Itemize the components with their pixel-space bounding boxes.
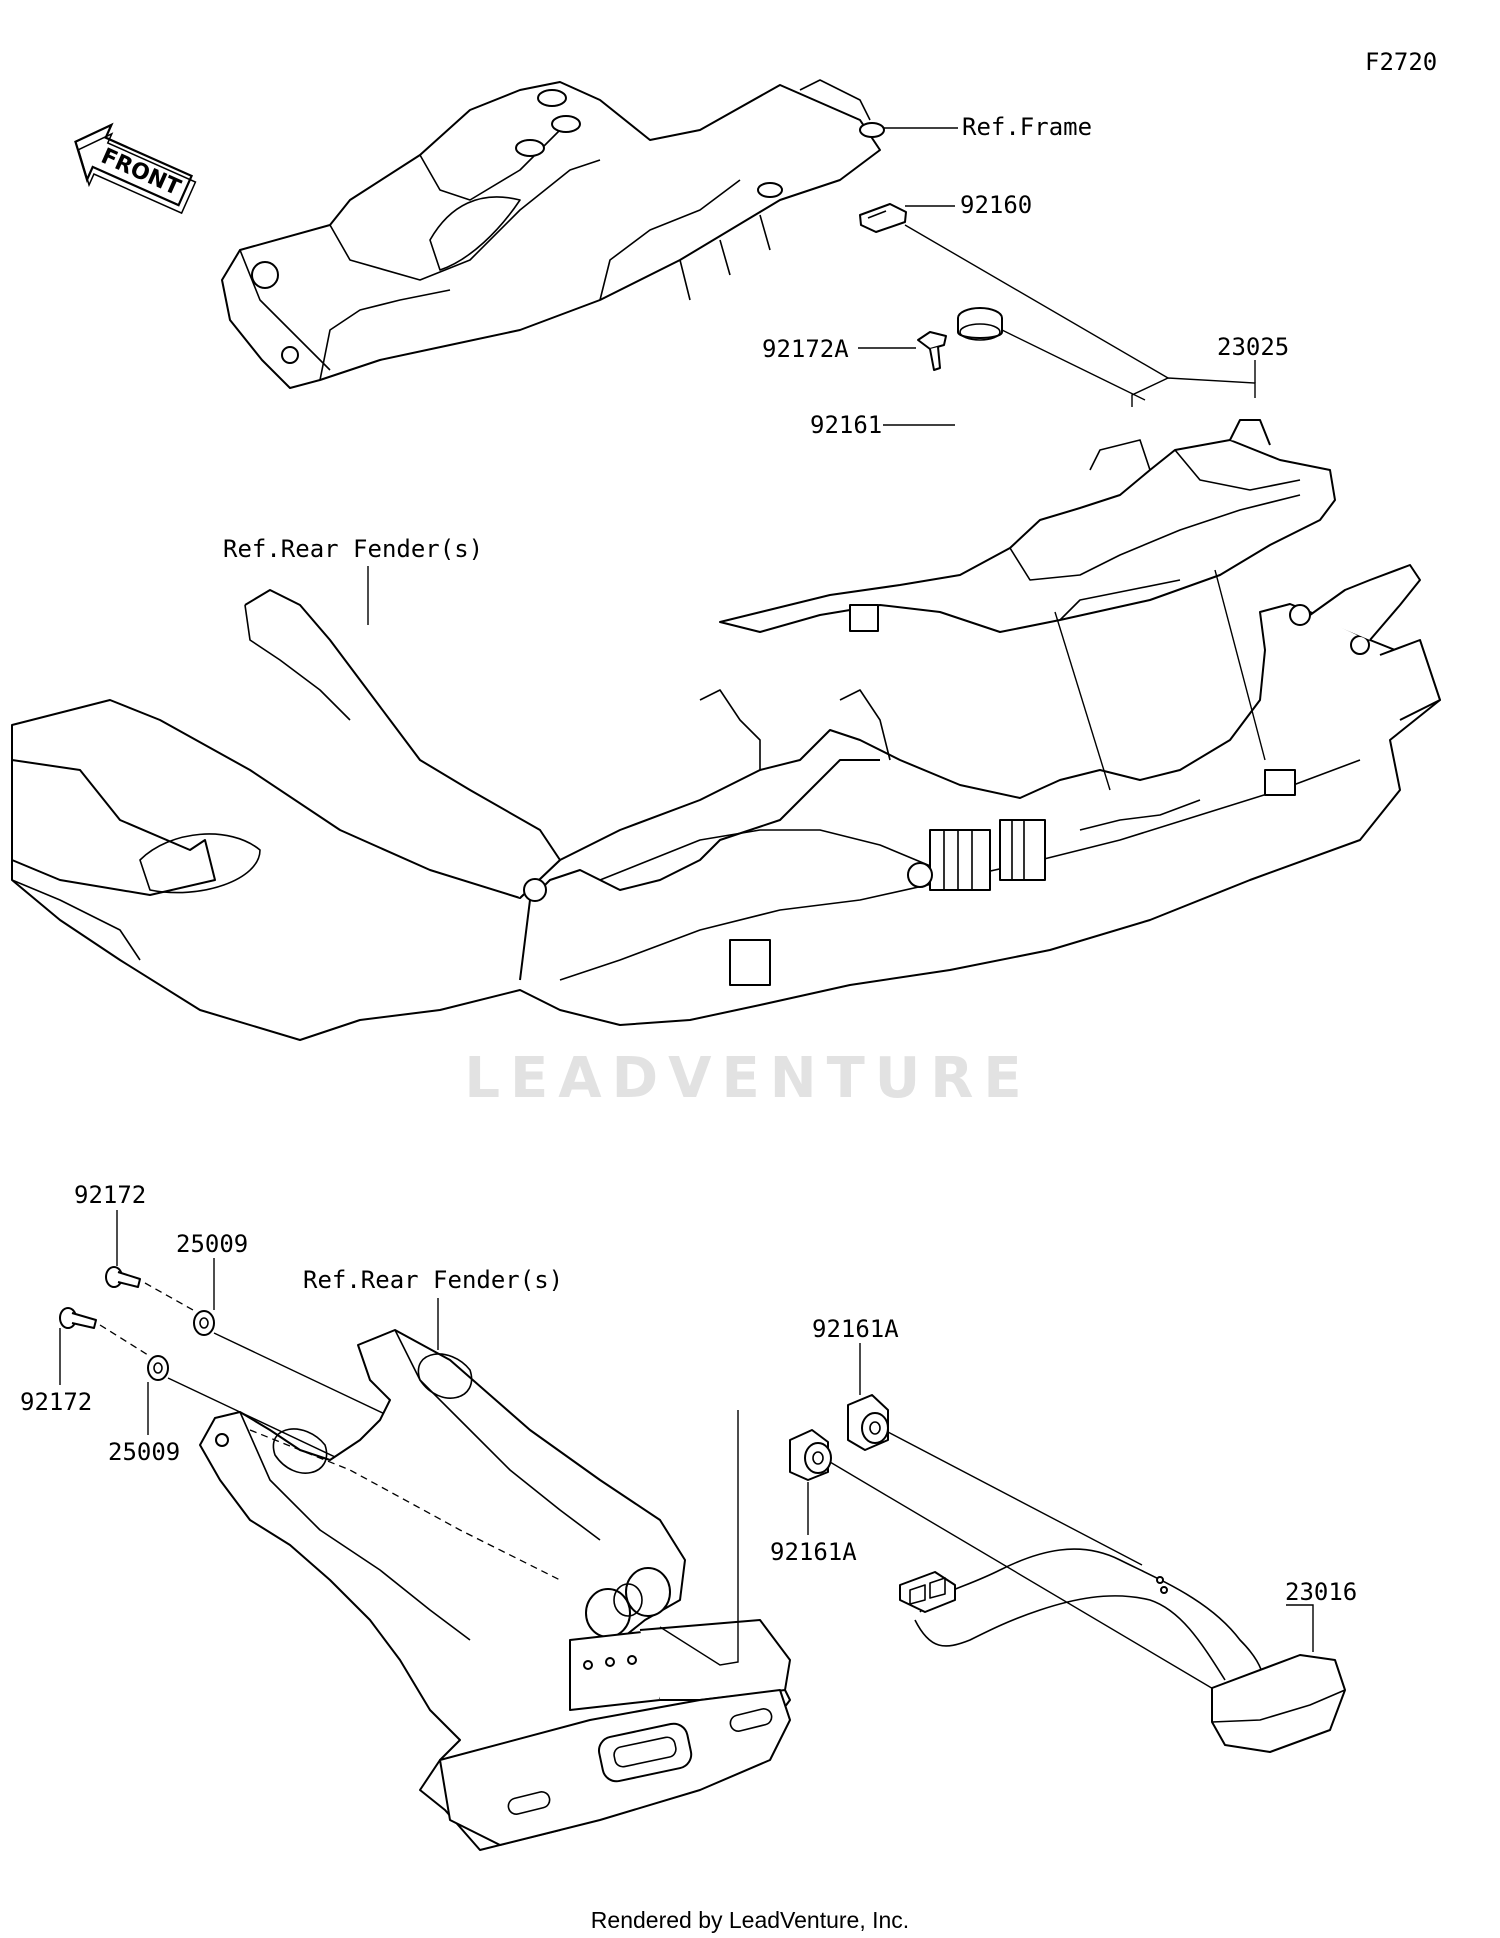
leader-23025-to-fender-b [1214, 569, 1266, 761]
bracket-23025 [719, 419, 1336, 633]
label-23016: 23016 [1285, 1578, 1357, 1606]
washer-25009-b [147, 1355, 169, 1381]
label-92160: 92160 [960, 191, 1032, 219]
grommet-92161A-b [789, 1429, 832, 1481]
label-92161A-b: 92161A [770, 1538, 857, 1566]
frame-reference-part [221, 79, 885, 389]
leader-92160-to-23025 [904, 224, 1169, 379]
front-arrow-icon: FRONT [74, 122, 197, 215]
screw-92172-b [59, 1307, 97, 1329]
leader-23016 [1286, 1604, 1314, 1652]
screw-92172A [917, 331, 947, 371]
label-25009-a: 25009 [176, 1230, 248, 1258]
label-ref-frame: Ref.Frame [962, 113, 1092, 141]
footer-credit: Rendered by LeadVenture, Inc. [591, 1907, 909, 1933]
label-92161A-a: 92161A [812, 1315, 899, 1343]
leader-grommet-bracket [659, 1410, 739, 1666]
axis-92172-a [144, 1282, 194, 1311]
axis-92161A-a [887, 1431, 1143, 1566]
license-plate-bracket-reference-part [199, 1329, 791, 1851]
grommet-92161A-a [847, 1394, 889, 1451]
leader-92161-to-23025 [1001, 329, 1146, 401]
label-92172-a: 92172 [74, 1181, 146, 1209]
clip-92160 [859, 203, 907, 233]
label-25009-b: 25009 [108, 1438, 180, 1466]
diagram-code: F2720 [1365, 48, 1437, 76]
axis-92172-b [99, 1324, 149, 1356]
rear-fender-reference-part [11, 564, 1441, 1041]
label-92161: 92161 [810, 411, 882, 439]
label-ref-rear-fender-bottom: Ref.Rear Fender(s) [303, 1266, 563, 1294]
washer-25009-a [193, 1310, 215, 1336]
screw-92172-a [105, 1266, 141, 1288]
watermark-text: LEADVENTURE [464, 1046, 1031, 1111]
grommet-92161 [957, 307, 1003, 341]
label-23025: 23025 [1217, 333, 1289, 361]
label-ref-rear-fender-top: Ref.Rear Fender(s) [223, 535, 483, 563]
axis-92161A-b [829, 1461, 1216, 1691]
license-light-23016 [899, 1548, 1346, 1753]
label-92172-b: 92172 [20, 1388, 92, 1416]
label-92172A: 92172A [762, 335, 849, 363]
leader-23025-bracket [1131, 377, 1256, 407]
leader-23025-to-fender-a [1054, 611, 1111, 791]
